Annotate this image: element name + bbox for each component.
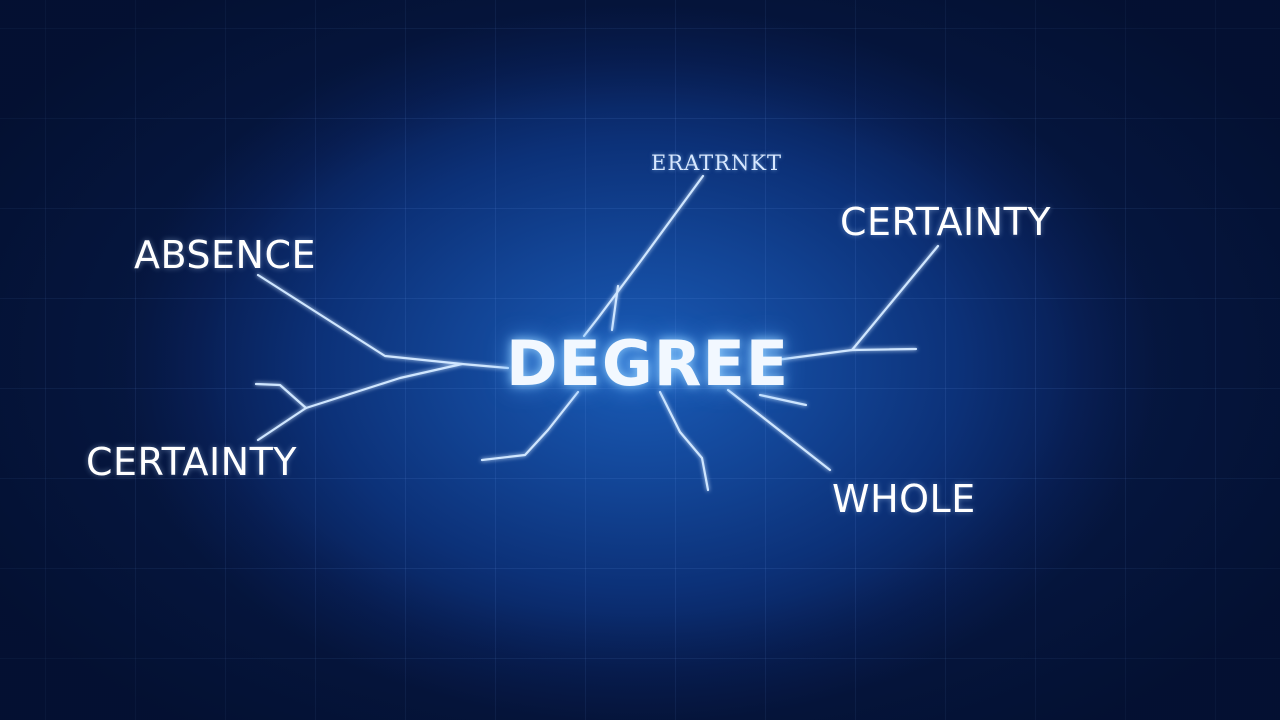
node-absence: ABSENCE (134, 233, 316, 277)
node-whole: WHOLE (832, 477, 976, 521)
node-certainty-right: CERTAINTY (840, 200, 1051, 244)
node-top-label: ERATRNKT (651, 151, 783, 175)
node-center-degree: DEGREE (506, 327, 790, 400)
node-certainty-left: CERTAINTY (86, 440, 297, 484)
